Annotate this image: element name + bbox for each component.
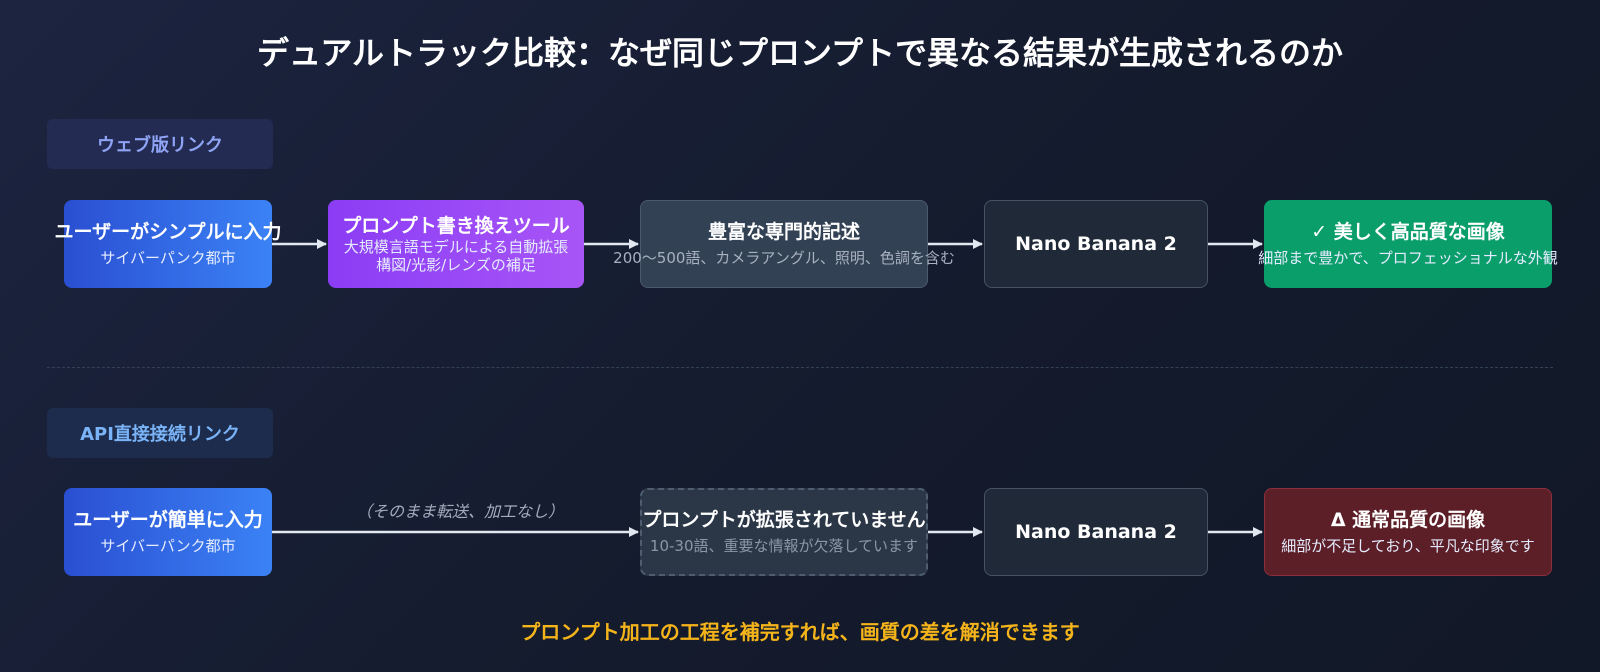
rich-description-detail: 200〜500語、カメラアングル、照明、色調を含む [613,248,955,267]
rich-description-box: 豊富な専門的記述 200〜500語、カメラアングル、照明、色調を含む [613,200,955,288]
rewriter-desc-1: 大規模言語モデルによる自動拡張 [343,238,569,257]
not-expanded-detail: 10-30語、重要な情報が欠落しています [649,536,919,555]
rewriter-box: プロンプト書き換えツール 大規模言語モデルによる自動拡張 構図/光影/レンズの補… [328,200,584,288]
not-expanded-title: プロンプトが拡張されていません [642,509,926,532]
high-quality-result-detail: 細部まで豊かで、プロフェッショナルな外観 [1258,248,1558,267]
passthrough-note: （そのまま転送、加工なし） [355,502,564,521]
normal-quality-result-detail: 細部が不足しており、平凡な印象です [1281,536,1535,555]
rewriter-title: プロンプト書き換えツール [342,214,570,237]
warning-delta-icon: Δ [1330,509,1346,532]
web-user-input-title: ユーザーがシンプルに入力 [54,221,282,244]
web-user-input-example: サイバーパンク都市 [100,248,236,267]
api-user-input-title: ユーザーが簡単に入力 [73,509,263,532]
high-quality-result-label: 美しく高品質な画像 [1333,221,1505,244]
web-user-input-box: ユーザーがシンプルに入力 サイバーパンク都市 [54,200,282,288]
conclusion-text: プロンプト加工の工程を補完すれば、画質の差を解消できます [520,620,1080,644]
normal-quality-result-title: Δ 通常品質の画像 [1331,508,1485,533]
high-quality-result-title: ✓ 美しく高品質な画像 [1311,220,1505,245]
check-icon: ✓ [1311,221,1328,244]
web-track-label: ウェブ版リンク [47,119,273,169]
not-expanded-box: プロンプトが拡張されていません 10-30語、重要な情報が欠落しています [640,488,928,576]
api-track-label: API直接接続リンク [47,408,273,458]
normal-quality-result-box: Δ 通常品質の画像 細部が不足しており、平凡な印象です [1264,488,1552,576]
rich-description-title: 豊富な専門的記述 [707,221,860,244]
api-model-name: Nano Banana 2 [1015,520,1177,543]
normal-quality-result-label: 通常品質の画像 [1352,509,1486,532]
web-model-name: Nano Banana 2 [1015,232,1177,255]
rewriter-desc-2: 構図/光影/レンズの補足 [376,256,536,275]
api-user-input-example: サイバーパンク都市 [100,536,236,555]
api-model-box: Nano Banana 2 [984,488,1208,576]
web-model-box: Nano Banana 2 [984,200,1208,288]
track-divider [47,367,1553,368]
diagram-title: デュアルトラック比較：なぜ同じプロンプトで異なる結果が生成されるのか [256,34,1344,72]
high-quality-result-box: ✓ 美しく高品質な画像 細部まで豊かで、プロフェッショナルな外観 [1258,200,1558,288]
api-user-input-box: ユーザーが簡単に入力 サイバーパンク都市 [64,488,272,576]
